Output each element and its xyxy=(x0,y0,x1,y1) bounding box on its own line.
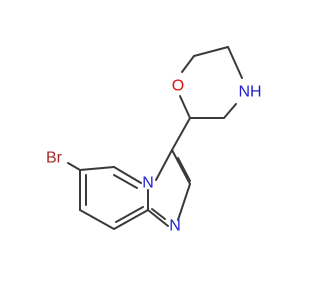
bond-n4-c5-double xyxy=(113,174,138,189)
bond-morph-c2-o xyxy=(179,95,191,119)
bond-c3-c2-double xyxy=(177,157,191,182)
bond-n4-c3 xyxy=(155,149,173,181)
bonds xyxy=(67,46,243,230)
bond-c3-morph-c2 xyxy=(171,117,191,151)
bond-c7-c8 xyxy=(79,209,115,230)
bond-c2-n1 xyxy=(177,183,191,221)
bond-c8-c8a-double xyxy=(115,206,144,223)
bond-o-c6 xyxy=(181,55,195,73)
bromine-label: Br xyxy=(46,150,63,167)
bond-n4-c5 xyxy=(113,166,142,184)
bond-c5-n4 xyxy=(227,46,243,79)
bridgehead-nitrogen-label: N xyxy=(142,175,154,192)
bond-n1-c8a-double xyxy=(151,208,166,220)
bond-c3-c2 xyxy=(171,149,191,185)
bond-n1-c8a xyxy=(147,209,169,227)
morpholine-nh-label: NH xyxy=(238,84,261,101)
bond-c6-br xyxy=(67,162,81,171)
molecule-diagram: Br N N O NH xyxy=(46,46,262,235)
bond-c8-c8a xyxy=(113,209,149,230)
structure-svg: Br N N O NH xyxy=(46,46,262,235)
bond-n4-c3m xyxy=(223,103,237,119)
morpholine-oxygen-label: O xyxy=(172,78,184,95)
bond-c5-c6 xyxy=(79,166,115,171)
atom-labels: Br N N O NH xyxy=(46,78,262,235)
bond-c6-c5 xyxy=(193,46,229,57)
imidazole-nitrogen-label: N xyxy=(169,218,181,235)
